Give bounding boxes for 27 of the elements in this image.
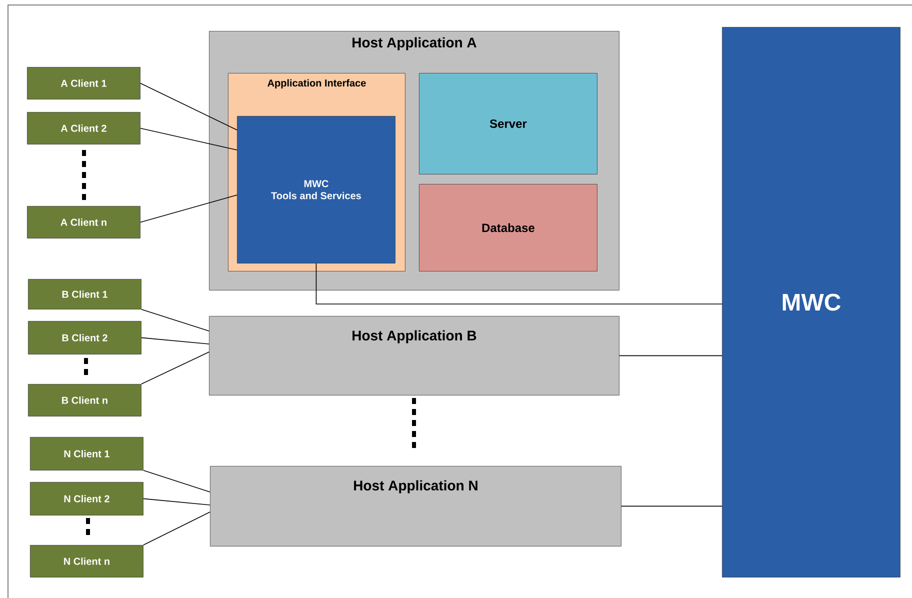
connector-line xyxy=(140,82,238,130)
connector-line xyxy=(140,128,238,150)
connector-line xyxy=(143,512,210,546)
connector-line xyxy=(619,355,722,356)
client-box: N Client n xyxy=(30,545,144,578)
connector-line xyxy=(316,263,722,304)
tools-box: MWC Tools and Services xyxy=(237,116,396,264)
client-box: B Client n xyxy=(28,384,142,416)
connector-line xyxy=(141,309,210,332)
client-box: A Client 2 xyxy=(27,112,140,144)
client-box: N Client 2 xyxy=(30,482,144,516)
host-application-box: Host Application N xyxy=(210,466,622,546)
client-box: B Client 2 xyxy=(28,321,142,354)
mwc-box: MWC xyxy=(722,27,900,578)
host-application-box: Host Application B xyxy=(209,316,620,396)
server-box: Server xyxy=(419,73,598,174)
database-box: Database xyxy=(419,184,598,272)
connector-line xyxy=(140,194,238,223)
client-box: A Client 1 xyxy=(27,67,140,100)
connector-line xyxy=(141,352,210,384)
client-box: A Client n xyxy=(27,206,140,238)
connector-line xyxy=(143,470,210,492)
connector-line xyxy=(621,506,722,507)
connector-line xyxy=(143,498,210,506)
client-box: B Client 1 xyxy=(28,279,142,310)
client-box: N Client 1 xyxy=(30,437,144,470)
connector-line xyxy=(141,337,210,344)
